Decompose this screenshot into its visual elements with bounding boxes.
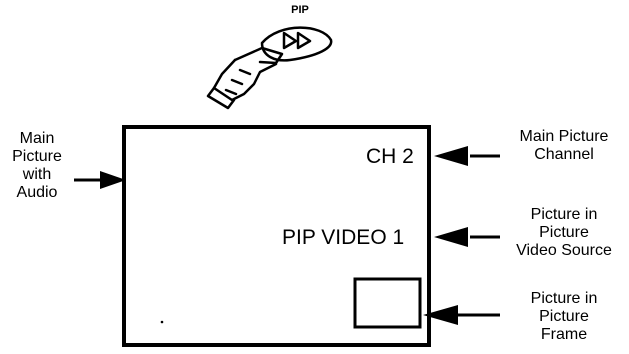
callout-line: Picture in <box>502 290 626 308</box>
arrow-main-picture-channel <box>434 146 500 166</box>
screen-channel-text: CH 2 <box>366 145 414 169</box>
pip-button-label: PIP <box>286 4 314 16</box>
callout-line: Video Source <box>502 242 626 260</box>
callout-main-picture-with-audio: Main Picture with Audio <box>4 130 70 202</box>
callout-line: Picture <box>4 148 70 166</box>
screen-pip-source-text: PIP VIDEO 1 <box>282 226 404 250</box>
callout-line: Main <box>4 130 70 148</box>
pip-frame <box>355 279 420 327</box>
callout-line: Picture <box>502 224 626 242</box>
arrow-main-picture-audio <box>74 171 126 189</box>
arrow-pip-frame <box>423 305 500 325</box>
hand-pressing-pip-button-icon <box>208 28 331 108</box>
callout-line: Picture in <box>502 206 626 224</box>
callout-line: Frame <box>502 326 626 344</box>
screen-dot <box>161 321 164 324</box>
callout-main-picture-channel: Main Picture Channel <box>502 128 626 164</box>
callout-line: Channel <box>502 146 626 164</box>
callout-pip-video-source: Picture in Picture Video Source <box>502 206 626 260</box>
callout-line: with <box>4 166 70 184</box>
callout-line: Picture <box>502 308 626 326</box>
callout-line: Audio <box>4 184 70 202</box>
arrow-pip-video-source <box>434 227 500 247</box>
callout-pip-frame: Picture in Picture Frame <box>502 290 626 344</box>
callout-line: Main Picture <box>502 128 626 146</box>
